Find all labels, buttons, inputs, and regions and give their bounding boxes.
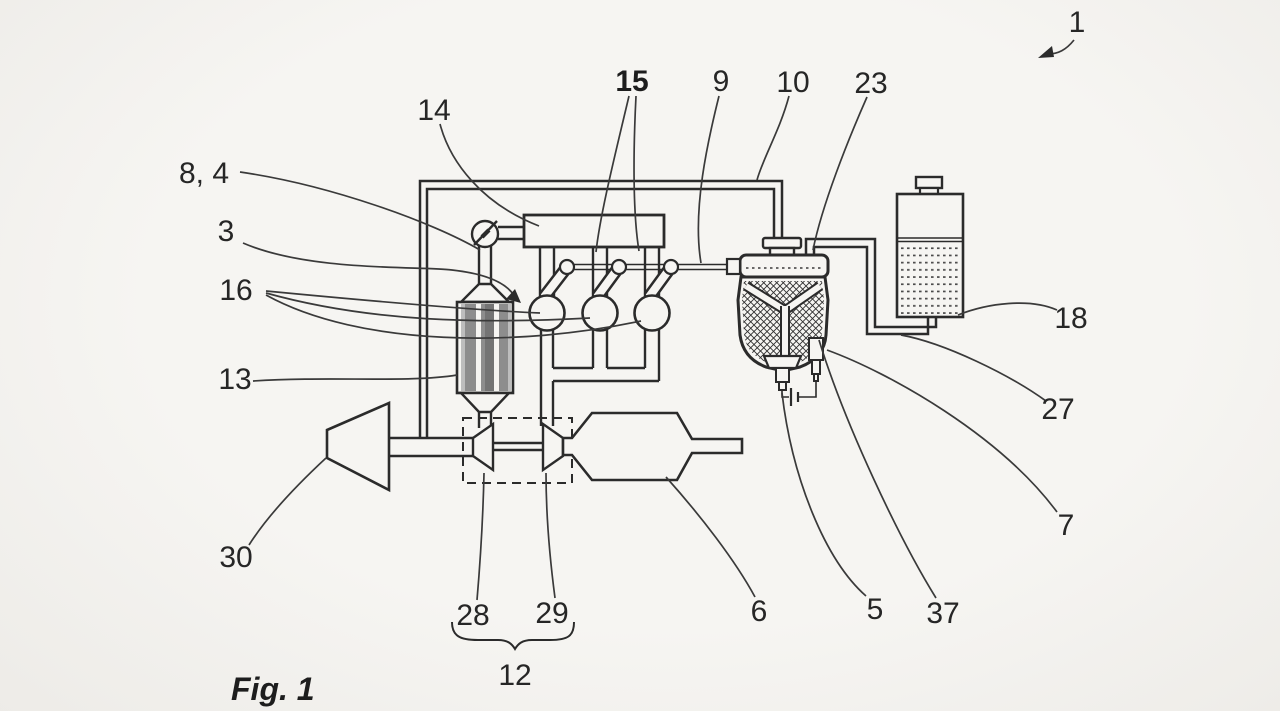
leader-18 (957, 302, 1058, 316)
fuel-liquid (900, 244, 960, 315)
ref-label-9: 9 (713, 65, 730, 98)
leader-37 (818, 339, 937, 599)
ref-label-8-4: 8, 4 (179, 157, 229, 190)
ref-label-28: 28 (456, 599, 489, 632)
filter-drain-fitting (775, 367, 790, 383)
ref-label-27: 27 (1041, 393, 1074, 426)
ref-label-29: 29 (535, 597, 568, 630)
ref-label-3: 3 (218, 215, 235, 248)
heater-battery-symbol (781, 381, 817, 406)
ref-label-14: 14 (417, 94, 450, 127)
leader-13 (252, 374, 458, 382)
leader-lines (239, 39, 1075, 601)
filter-center-channel (743, 281, 823, 362)
tank-cap (914, 175, 944, 190)
leader-8-4 (239, 171, 481, 251)
injector (591, 267, 622, 301)
ref-label-1: 1 (1069, 6, 1086, 39)
leader-27 (900, 334, 1047, 402)
ref-label-7: 7 (1058, 509, 1075, 542)
intake-manifold (522, 213, 666, 249)
arrowhead-3 (506, 289, 521, 303)
ref-label-18: 18 (1054, 302, 1087, 335)
cylinder (581, 294, 619, 332)
leader-16a (265, 290, 541, 314)
compressor (471, 421, 495, 473)
leader-14 (439, 123, 540, 227)
charge-pipes (477, 225, 524, 428)
filter-inlet-fitting (725, 257, 742, 276)
figure-caption: Fig. 1 (231, 671, 315, 707)
injector (643, 267, 674, 301)
leader-30 (248, 457, 327, 546)
leader-3 (242, 242, 514, 295)
filter-cap (761, 236, 803, 250)
leader-28 (476, 472, 485, 601)
injector-port (610, 258, 628, 276)
air-intake-cone (325, 401, 391, 493)
ref-label-10: 10 (776, 66, 809, 99)
fuel-tank (895, 175, 965, 319)
injector-port (558, 258, 576, 276)
leader-15b (633, 95, 640, 252)
underbrace-12 (451, 621, 575, 651)
engine-cylinders (528, 294, 671, 332)
scan-edge-strip (0, 711, 1280, 720)
injector (538, 267, 570, 301)
ref-label-13: 13 (218, 363, 251, 396)
turbocharger (462, 417, 573, 484)
filter-side-fitting (808, 337, 824, 361)
intake-pipe (389, 436, 473, 458)
ref-label-5: 5 (867, 593, 884, 626)
leader-6 (665, 476, 756, 598)
ref-label-30: 30 (219, 541, 252, 574)
leader-5 (781, 392, 867, 597)
leader-29 (545, 472, 556, 599)
ref-label-37: 37 (926, 597, 959, 630)
fuel-filter (725, 236, 830, 406)
ref-label-23: 23 (854, 67, 887, 100)
filter-lid (738, 253, 830, 279)
leader-15a (595, 95, 630, 253)
leader-16b (265, 292, 591, 322)
injectors (538, 258, 680, 301)
leader-7 (826, 349, 1058, 513)
exhaust-manifold (539, 330, 661, 426)
fuel-level-line (898, 237, 962, 243)
leader-10 (756, 95, 790, 181)
injector-port (662, 258, 680, 276)
vent-line (418, 179, 784, 438)
filter-sump (762, 354, 803, 370)
ref-label-16: 16 (219, 274, 252, 307)
cooler-stripes (461, 304, 511, 391)
turbine (541, 421, 565, 473)
arrowhead-1 (1038, 46, 1054, 58)
cylinder (633, 294, 671, 332)
leader-16c (265, 294, 642, 339)
turbo-shaft (493, 441, 543, 452)
ref-label-12: 12 (498, 659, 531, 692)
fuel-rail-line (567, 263, 728, 271)
leader-23 (812, 96, 868, 251)
ref-label-15: 15 (615, 65, 648, 98)
throttle-valve (470, 219, 500, 249)
ref-label-6: 6 (751, 595, 768, 628)
charge-air-cooler (455, 282, 515, 414)
catalytic-converter (561, 411, 744, 482)
leader-9 (697, 95, 720, 264)
